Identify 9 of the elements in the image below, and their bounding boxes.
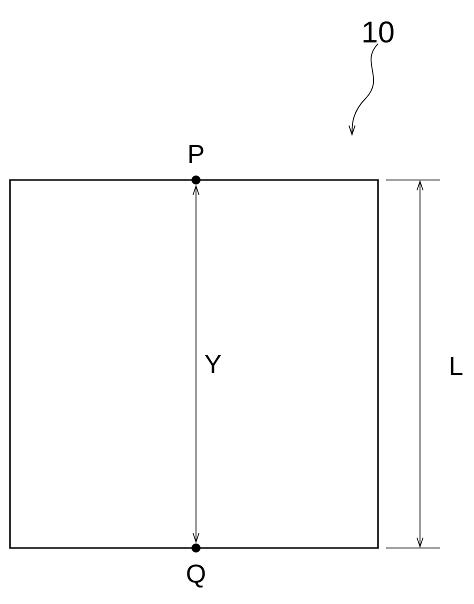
arrow <box>192 184 200 544</box>
edge-label: Y <box>202 353 224 375</box>
point-label: P <box>189 145 204 163</box>
dimension-label: L <box>450 357 462 375</box>
point-dot <box>192 544 200 552</box>
reference-numeral: 10 <box>364 21 394 43</box>
point-dot <box>192 176 200 184</box>
point-label: Q <box>187 564 205 588</box>
leader-line <box>348 43 378 136</box>
